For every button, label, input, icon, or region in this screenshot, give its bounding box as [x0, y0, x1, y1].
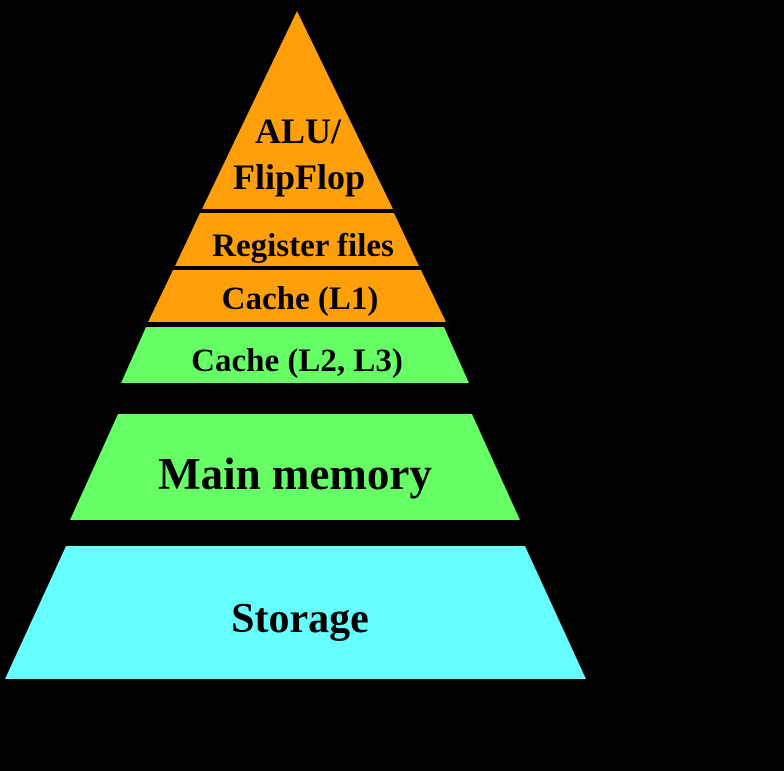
- level-alu-flipflop-label-line2: FlipFlop: [233, 157, 365, 197]
- level-register-files-label: Register files: [212, 228, 394, 264]
- level-main-memory-label: Main memory: [158, 449, 432, 499]
- level-cache-l1-label: Cache (L1): [222, 281, 379, 317]
- level-cache-l2-l3-label: Cache (L2, L3): [191, 343, 403, 379]
- level-storage-label: Storage: [231, 596, 369, 642]
- level-cache-l1-shape: [148, 270, 446, 322]
- level-cache-l2-l3-shape: [121, 327, 469, 383]
- level-alu-flipflop-shape: [202, 11, 393, 209]
- level-alu-flipflop-label-line1: ALU/: [255, 111, 342, 151]
- level-storage-shape: [5, 546, 586, 679]
- level-main-memory-shape: [70, 414, 520, 520]
- level-register-files-shape: [175, 213, 419, 266]
